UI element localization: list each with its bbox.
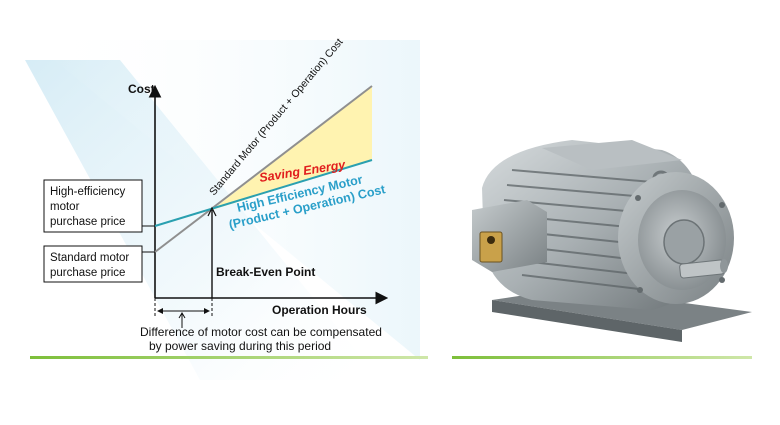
- cost-diagram-panel: High-efficiency motor purchase price Sta…: [25, 36, 428, 380]
- bolts: [635, 195, 725, 293]
- cost-axis-label: Cost: [128, 82, 155, 96]
- break-even-label: Break-Even Point: [216, 265, 315, 279]
- accent-bar: [30, 356, 428, 359]
- high-eff-box-line-1: High-efficiency: [50, 186, 125, 198]
- motor-base-side: [492, 300, 682, 342]
- hours-axis-label: Operation Hours: [272, 303, 367, 317]
- nameplate-logo: [487, 236, 495, 244]
- high-eff-box-line-3: purchase price: [50, 216, 125, 228]
- standard-price-box: [43, 245, 143, 283]
- standard-motor-cost-line: [154, 85, 373, 253]
- accent-bar: [452, 356, 752, 359]
- note-line-2: by power saving during this period: [149, 339, 331, 353]
- note-pointer-arrow: [178, 312, 186, 319]
- bearing-cap: [663, 219, 705, 265]
- motor-photo-panel: [452, 0, 780, 420]
- note-line-1: Difference of motor cost can be compensa…: [140, 325, 382, 339]
- high-efficiency-price-box: [43, 179, 143, 233]
- break-even-arrow: [207, 206, 217, 217]
- standard-box-line-1: Standard motor: [50, 252, 129, 264]
- high-efficiency-cost-line: [154, 159, 373, 227]
- background-band: [25, 60, 380, 380]
- nameplate: [479, 231, 503, 263]
- shaft-end: [720, 259, 728, 273]
- motor-top: [542, 140, 682, 170]
- cost-diagram: High-efficiency motor purchase price Sta…: [25, 36, 428, 380]
- electric-motor-icon: [452, 140, 752, 359]
- high-eff-box-line-2: motor: [50, 201, 80, 213]
- standard-box-line-2: purchase price: [50, 267, 125, 279]
